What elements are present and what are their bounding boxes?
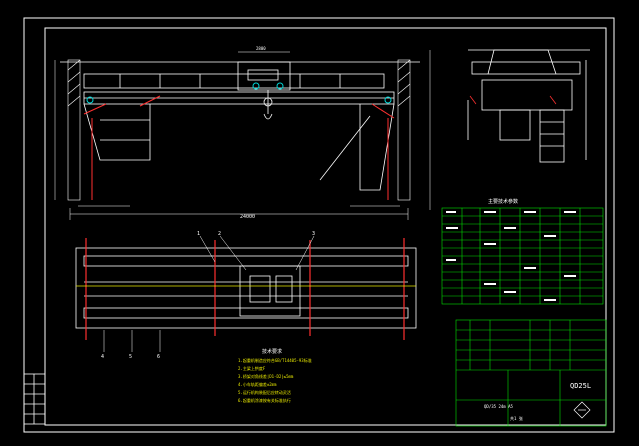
balloon-4: 4	[101, 354, 104, 360]
plan-view: 1 2 3 4 5 6	[75, 231, 417, 360]
sheet-count: 共1 张	[510, 415, 523, 421]
parameter-table: 主要技术参数	[441, 198, 604, 305]
technical-notes: 技术要求 1.起重机制造应符合GB/T14405-93标准 2.主梁上拱度F 3…	[238, 348, 312, 403]
balloon-2: 2	[218, 231, 221, 237]
tech-note-4: 4.小车轨距偏差±2mm	[238, 381, 277, 387]
drawing-frame	[23, 17, 615, 433]
tech-note-6: 6.起重机涂漆按有关标准执行	[238, 397, 291, 403]
drawing-code: QD25L	[570, 382, 591, 390]
param-table-heading: 主要技术参数	[488, 198, 518, 205]
binding-strip	[23, 373, 46, 425]
company-logo	[573, 401, 591, 419]
span-dimension-label: 24000	[240, 214, 255, 220]
tech-notes-heading: 技术要求	[262, 348, 282, 355]
balloon-6: 6	[157, 354, 160, 360]
balloon-3: 3	[312, 231, 315, 237]
tech-note-3: 3.桥架对角线差|D1-D2|≤5mm	[238, 373, 294, 379]
side-elevation	[467, 49, 590, 163]
tech-note-1: 1.起重机制造应符合GB/T14405-93标准	[238, 357, 312, 363]
balloon-5: 5	[129, 354, 132, 360]
title-block: QD25L QD/35 24m A5 共1 张	[455, 319, 607, 427]
tech-note-5: 5.运行机构装配后应转动灵活	[238, 389, 291, 395]
tech-note-2: 2.主梁上拱度F	[238, 365, 266, 371]
front-elevation: 24000 2800	[54, 46, 431, 220]
model-line: QD/35 24m A5	[484, 404, 513, 409]
balloon-1: 1	[197, 231, 200, 237]
trolley-dimension-label: 2800	[256, 46, 266, 51]
